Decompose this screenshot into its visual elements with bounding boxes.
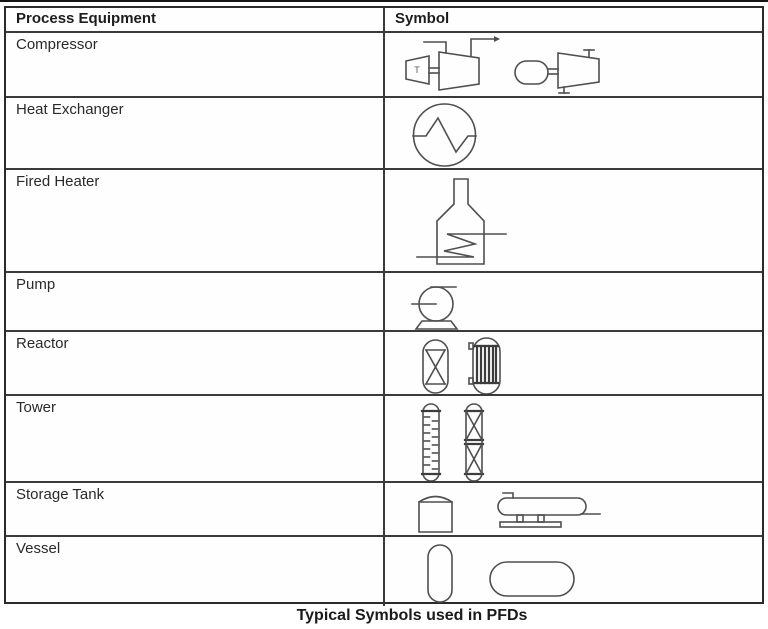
table-row-storage-tank: Storage Tank	[6, 481, 762, 535]
table-row-reactor: Reactor	[6, 330, 762, 394]
table-row-fired-heater: Fired Heater	[6, 168, 762, 271]
equipment-label: Vessel	[16, 540, 61, 557]
tubular-reactor-icon	[468, 337, 501, 394]
tray-tower-icon	[420, 403, 442, 481]
table-row-vessel: Vessel	[6, 535, 762, 606]
tower-symbol-cell	[385, 396, 762, 481]
cone-roof-tank-icon	[418, 495, 453, 533]
fired-heater-symbol-cell	[385, 170, 762, 271]
pump-symbol-cell	[385, 273, 762, 330]
table-row-pump: Pump	[6, 271, 762, 330]
vertical-vessel-icon	[427, 544, 453, 603]
centrifugal-pump-icon	[411, 286, 459, 330]
heat-exchanger-symbol-cell	[385, 98, 762, 168]
equipment-label: Reactor	[16, 335, 69, 352]
fired-heater-coil-icon	[416, 178, 507, 265]
motor-driven-compressor-icon	[514, 49, 600, 94]
table-row-heat-exchanger: Heat Exchanger	[6, 96, 762, 168]
equipment-label: Compressor	[16, 36, 98, 53]
packed-bed-reactor-icon	[422, 339, 449, 394]
table-row-tower: Tower	[6, 394, 762, 481]
header-process-equipment: Process Equipment	[6, 8, 385, 31]
reactor-symbols	[422, 337, 501, 394]
storage-tank-symbol-cell	[385, 483, 762, 535]
equipment-label: Storage Tank	[16, 486, 105, 503]
table-caption: Typical Symbols used in PFDs	[296, 607, 528, 624]
vessel-symbol-cell	[385, 537, 762, 606]
flow-arrow-icon	[494, 36, 500, 42]
equipment-label: Pump	[16, 276, 56, 293]
reactor-symbol-cell	[385, 332, 762, 394]
compressor-symbols: T	[405, 36, 600, 94]
equipment-label: Tower	[16, 399, 57, 416]
equipment-label: Heat Exchanger	[16, 101, 124, 118]
horizontal-vessel-icon	[489, 561, 575, 597]
heat-exchanger-circle-zigzag-icon	[412, 103, 477, 167]
table-header-row: Process Equipment Symbol	[6, 8, 762, 31]
vessel-symbols	[427, 544, 575, 603]
turbine-driver-label: T	[414, 65, 420, 75]
tower-symbols	[420, 403, 485, 481]
pfd-symbols-table: Process Equipment Symbol Compressor T	[4, 6, 764, 606]
header-symbol: Symbol	[395, 10, 450, 27]
compressor-symbol-cell: T	[385, 33, 762, 96]
horizontal-bullet-tank-icon	[497, 492, 601, 528]
equipment-label: Fired Heater	[16, 173, 100, 190]
page-top-rule	[0, 0, 768, 2]
table-row-compressor: Compressor T	[6, 31, 762, 96]
storage-tank-symbols	[418, 492, 601, 533]
turbine-driven-compressor-icon: T	[405, 36, 500, 91]
packed-tower-icon	[463, 403, 485, 481]
